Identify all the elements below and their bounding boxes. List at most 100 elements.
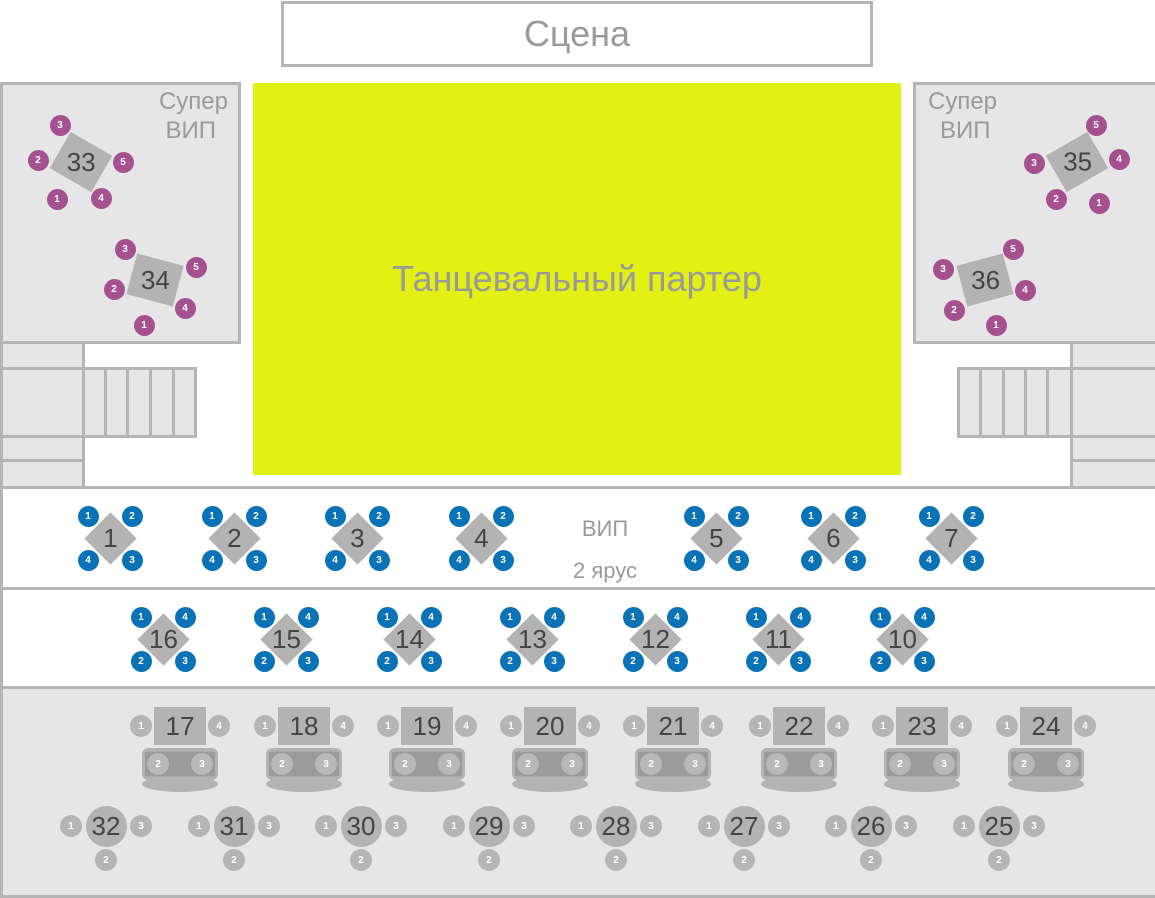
seat[interactable]: 1 bbox=[698, 815, 720, 837]
dance-floor[interactable]: Танцевальный партер bbox=[253, 83, 901, 475]
seat[interactable]: 3 bbox=[727, 549, 749, 571]
seat[interactable]: 2 bbox=[1045, 188, 1067, 210]
seat[interactable]: 1 bbox=[623, 715, 645, 737]
seat[interactable]: 2 bbox=[622, 650, 644, 672]
seat[interactable]: 2 bbox=[492, 505, 514, 527]
table[interactable]: 17 bbox=[154, 707, 206, 745]
seat[interactable]: 2 bbox=[147, 753, 169, 775]
seat[interactable]: 2 bbox=[394, 753, 416, 775]
seat[interactable]: 2 bbox=[130, 650, 152, 672]
seat[interactable]: 2 bbox=[253, 650, 275, 672]
table[interactable]: 31 bbox=[213, 805, 255, 847]
seat[interactable]: 1 bbox=[1088, 192, 1110, 214]
seat[interactable]: 1 bbox=[499, 606, 521, 628]
seat[interactable]: 3 bbox=[191, 753, 213, 775]
table[interactable]: 27 bbox=[723, 805, 765, 847]
seat[interactable]: 2 bbox=[745, 650, 767, 672]
seat[interactable]: 1 bbox=[500, 715, 522, 737]
seat[interactable]: 2 bbox=[368, 505, 390, 527]
seat[interactable]: 1 bbox=[985, 314, 1007, 336]
seat[interactable]: 4 bbox=[918, 549, 940, 571]
seat[interactable]: 4 bbox=[789, 606, 811, 628]
seat[interactable]: 4 bbox=[201, 549, 223, 571]
seat[interactable]: 1 bbox=[133, 314, 155, 336]
seat[interactable]: 3 bbox=[438, 753, 460, 775]
table[interactable]: 24 bbox=[1020, 707, 1072, 745]
seat[interactable]: 1 bbox=[872, 715, 894, 737]
seat[interactable]: 3 bbox=[121, 549, 143, 571]
seat[interactable]: 1 bbox=[918, 505, 940, 527]
seat[interactable]: 3 bbox=[420, 650, 442, 672]
seat[interactable]: 3 bbox=[684, 753, 706, 775]
seat[interactable]: 5 bbox=[112, 151, 134, 173]
seat[interactable]: 2 bbox=[517, 753, 539, 775]
seat[interactable]: 3 bbox=[666, 650, 688, 672]
seat[interactable]: 2 bbox=[889, 753, 911, 775]
seat[interactable]: 4 bbox=[324, 549, 346, 571]
seat[interactable]: 1 bbox=[869, 606, 891, 628]
seat[interactable]: 2 bbox=[605, 849, 627, 871]
seat[interactable]: 4 bbox=[543, 606, 565, 628]
seat[interactable]: 1 bbox=[377, 715, 399, 737]
seat[interactable]: 3 bbox=[962, 549, 984, 571]
seat[interactable]: 5 bbox=[185, 256, 207, 278]
seat[interactable]: 4 bbox=[1014, 279, 1036, 301]
seat[interactable]: 2 bbox=[766, 753, 788, 775]
seat[interactable]: 4 bbox=[1108, 148, 1130, 170]
seat[interactable]: 1 bbox=[130, 715, 152, 737]
table[interactable]: 22 bbox=[773, 707, 825, 745]
seat[interactable]: 4 bbox=[297, 606, 319, 628]
seat[interactable]: 1 bbox=[800, 505, 822, 527]
seat[interactable]: 1 bbox=[188, 815, 210, 837]
seat[interactable]: 3 bbox=[385, 815, 407, 837]
seat[interactable]: 3 bbox=[114, 238, 136, 260]
table[interactable]: 25 bbox=[978, 805, 1020, 847]
seat[interactable]: 1 bbox=[60, 815, 82, 837]
seat[interactable]: 4 bbox=[578, 715, 600, 737]
seat[interactable]: 1 bbox=[683, 505, 705, 527]
seat[interactable]: 4 bbox=[174, 297, 196, 319]
seat[interactable]: 3 bbox=[768, 815, 790, 837]
seat[interactable]: 3 bbox=[245, 549, 267, 571]
seat[interactable]: 2 bbox=[271, 753, 293, 775]
seat[interactable]: 1 bbox=[254, 715, 276, 737]
seat[interactable]: 2 bbox=[640, 753, 662, 775]
seat[interactable]: 1 bbox=[953, 815, 975, 837]
table[interactable]: 32 bbox=[85, 805, 127, 847]
seat[interactable]: 1 bbox=[315, 815, 337, 837]
seat[interactable]: 1 bbox=[130, 606, 152, 628]
seat[interactable]: 3 bbox=[810, 753, 832, 775]
seat[interactable]: 1 bbox=[448, 505, 470, 527]
table[interactable]: 29 bbox=[468, 805, 510, 847]
seat[interactable]: 2 bbox=[1013, 753, 1035, 775]
seat[interactable]: 3 bbox=[933, 753, 955, 775]
seat[interactable]: 2 bbox=[223, 849, 245, 871]
seat[interactable]: 3 bbox=[789, 650, 811, 672]
seat[interactable]: 3 bbox=[513, 815, 535, 837]
table[interactable]: 20 bbox=[524, 707, 576, 745]
seat[interactable]: 2 bbox=[376, 650, 398, 672]
seat[interactable]: 4 bbox=[332, 715, 354, 737]
seat[interactable]: 3 bbox=[640, 815, 662, 837]
seat[interactable]: 3 bbox=[297, 650, 319, 672]
seat[interactable]: 1 bbox=[201, 505, 223, 527]
seat[interactable]: 2 bbox=[844, 505, 866, 527]
seat[interactable]: 3 bbox=[932, 258, 954, 280]
seat[interactable]: 3 bbox=[1023, 152, 1045, 174]
table[interactable]: 19 bbox=[401, 707, 453, 745]
seat[interactable]: 3 bbox=[895, 815, 917, 837]
seat[interactable]: 3 bbox=[913, 650, 935, 672]
seat[interactable]: 1 bbox=[324, 505, 346, 527]
table[interactable]: 18 bbox=[278, 707, 330, 745]
seat[interactable]: 4 bbox=[800, 549, 822, 571]
seat[interactable]: 1 bbox=[443, 815, 465, 837]
seat[interactable]: 3 bbox=[492, 549, 514, 571]
seat[interactable]: 2 bbox=[350, 849, 372, 871]
seat[interactable]: 3 bbox=[368, 549, 390, 571]
seat[interactable]: 4 bbox=[683, 549, 705, 571]
seat[interactable]: 3 bbox=[1023, 815, 1045, 837]
table[interactable]: 23 bbox=[896, 707, 948, 745]
seat[interactable]: 2 bbox=[962, 505, 984, 527]
table[interactable]: 21 bbox=[647, 707, 699, 745]
seat[interactable]: 2 bbox=[860, 849, 882, 871]
